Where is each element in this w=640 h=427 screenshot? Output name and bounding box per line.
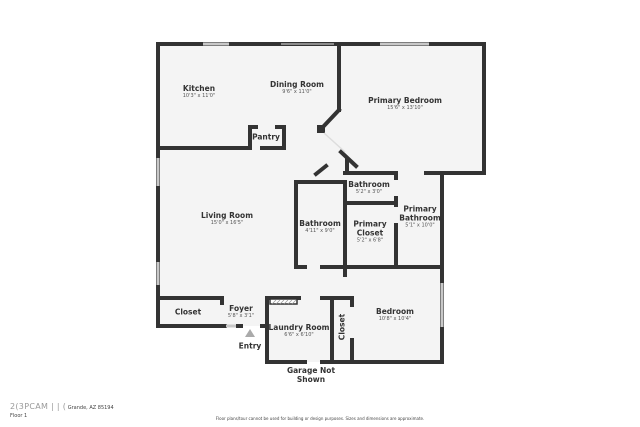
room-name-line1: Primary — [403, 204, 437, 214]
room-dims: 6'6" x 6'10" — [284, 332, 314, 338]
room-name-line2: Closet — [356, 228, 384, 238]
room-name: Closet — [337, 313, 347, 341]
room-name: Bathroom — [299, 219, 341, 228]
room-bathroom: Bathroom 4'11" x 9'0" — [299, 219, 341, 235]
room-dims: 9'6" x 11'0" — [282, 89, 312, 95]
entry-label: Entry — [239, 342, 262, 351]
room-dims: 4'11" x 9'0" — [305, 228, 335, 234]
room-name: Bedroom — [376, 307, 414, 316]
room-name: Closet — [174, 307, 202, 317]
room-primary-bedroom: Primary Bedroom 15'6" x 13'10" — [368, 96, 442, 112]
room-dims: 15'6" x 13'10" — [387, 105, 423, 111]
room-dims: 15'0" x 16'5" — [210, 220, 244, 226]
room-name: Dining Room — [270, 80, 324, 89]
garage-line2: Shown — [296, 375, 326, 384]
room-name: Foyer — [229, 304, 253, 313]
water-heater-hatch — [269, 298, 298, 305]
room-dims: 10'3" x 11'0" — [182, 93, 216, 99]
room-bathroom-small: Bathroom 5'2" x 3'0" — [348, 180, 390, 196]
opening-line — [323, 132, 346, 153]
garage-line1: Garage Not — [286, 366, 336, 375]
room-name: Kitchen — [182, 84, 216, 93]
room-closet-left: Closet — [175, 308, 201, 317]
hatch-lines — [271, 299, 297, 305]
room-dims: 5'2" x 6'8" — [356, 237, 384, 244]
disclaimer: Floor plans/tour cannot be used for buil… — [215, 416, 425, 421]
footer-address: 2⁠(3PC⁠AM⁠ |⁠ |⁠ ( Grande, AZ 85194 Floo… — [10, 403, 114, 420]
room-primary-closet: Primary Closet 5'2" x 6'8" — [353, 220, 386, 245]
watermark: 2⁠(3PC⁠AM⁠ |⁠ |⁠ ( — [10, 402, 67, 411]
walls — [156, 42, 486, 364]
room-dining: Dining Room 9'6" x 11'0" — [270, 80, 324, 96]
room-name: Laundry Room — [268, 323, 330, 332]
room-name: Bathroom — [348, 180, 390, 189]
room-name: Primary Bedroom — [368, 96, 442, 105]
column — [317, 125, 325, 133]
room-pantry: Pantry — [252, 133, 280, 142]
room-dims: 5'1" x 10'0" — [405, 222, 435, 229]
garage-note: Garage Not Shown — [287, 366, 335, 384]
room-name: Pantry — [252, 132, 280, 142]
floor-main — [158, 44, 484, 362]
room-primary-bathroom: Primary Bathroom 5'1" x 10'0" — [399, 205, 441, 230]
room-laundry: Laundry Room 6'6" x 6'10" — [269, 323, 330, 339]
room-name: Living Room — [200, 211, 254, 220]
entry-arrow-icon — [245, 329, 255, 337]
windows — [156, 42, 444, 328]
room-kitchen: Kitchen 10'3" x 11'0" — [183, 84, 216, 100]
room-dims: 5'2" x 3'0" — [355, 189, 383, 195]
room-dims: 10'8" x 10'4" — [378, 316, 412, 322]
room-living: Living Room 15'0" x 16'5" — [201, 211, 253, 227]
address-text: Grande, AZ 85194 — [67, 405, 114, 411]
floor-label: Floor 1 — [10, 413, 28, 419]
room-closet-bedroom: Closet — [338, 314, 347, 340]
room-dims: 5'8" x 3'1" — [227, 313, 255, 319]
entry-text: Entry — [238, 341, 262, 351]
room-name-line2: Bathroom — [399, 213, 441, 223]
room-foyer: Foyer 5'8" x 3'1" — [228, 304, 254, 320]
room-name-line1: Primary — [353, 219, 387, 229]
room-bedroom: Bedroom 10'8" x 10'4" — [376, 307, 414, 323]
